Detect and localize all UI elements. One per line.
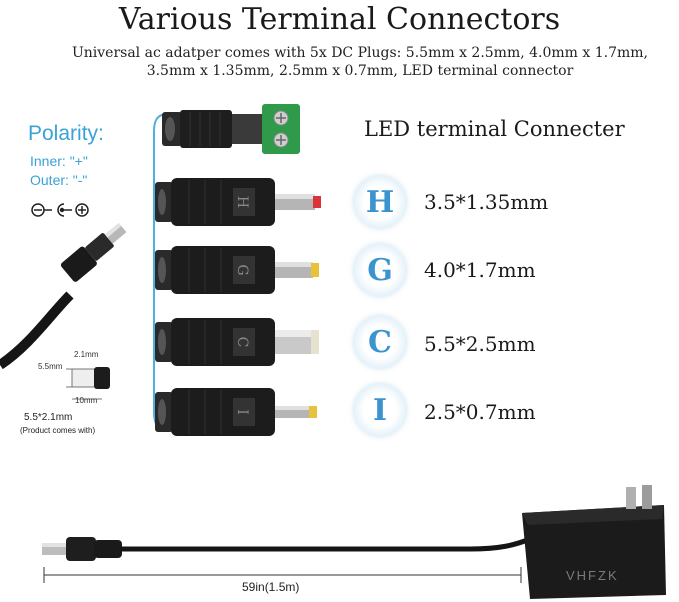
size-label-h: 3.5*1.35mm xyxy=(424,190,549,214)
polarity-outer: Outer: "-" xyxy=(30,172,88,188)
cable-length-label: 59in(1.5m) xyxy=(242,580,300,594)
dim-length: 10mm xyxy=(75,396,98,405)
subtitle: Universal ac adatper comes with 5x DC Pl… xyxy=(40,44,679,80)
connector-g-mark: G xyxy=(234,264,250,275)
size-label-c: 5.5*2.5mm xyxy=(424,332,536,356)
led-terminal-label: LED terminal Connecter xyxy=(364,117,625,141)
connector-c-mark: C xyxy=(234,337,250,348)
connector-i-tip xyxy=(309,406,317,418)
polarity-symbol-icon xyxy=(31,203,89,217)
dc-plug-c-icon: C xyxy=(155,318,319,366)
badge-i: I xyxy=(354,384,406,436)
plug-dimension-diagram xyxy=(66,367,110,400)
polarity-title: Polarity: xyxy=(28,122,104,145)
size-label-g: 4.0*1.7mm xyxy=(424,258,536,282)
connector-i-mark: I xyxy=(234,409,250,415)
connector-row-c: C xyxy=(155,312,335,376)
connector-c-tip xyxy=(311,330,319,354)
connector-h-mark: H xyxy=(234,196,250,208)
connector-row-h: H xyxy=(155,172,335,236)
badge-h: H xyxy=(354,176,406,228)
connector-g-tip xyxy=(311,263,319,277)
plug-note: (Product comes with) xyxy=(20,426,96,435)
connector-row-i: I xyxy=(155,382,335,446)
dc-plug-i-icon: I xyxy=(155,388,317,436)
polarity-inner: Inner: "+" xyxy=(30,153,88,169)
led-terminal-connector xyxy=(162,104,300,154)
subtitle-line-1: Universal ac adatper comes with 5x DC Pl… xyxy=(71,45,649,61)
badge-g: G xyxy=(354,244,406,296)
size-label-i: 2.5*0.7mm xyxy=(424,400,536,424)
dc-plug-g-icon: G xyxy=(155,246,319,294)
dim-inner: 2.1mm xyxy=(74,350,99,359)
connector-h-tip xyxy=(313,196,321,208)
plug-size-label: 5.5*2.1mm xyxy=(24,412,73,423)
dim-outer: 5.5mm xyxy=(38,362,63,371)
badge-c: C xyxy=(354,316,406,368)
dc-plug-h-icon: H xyxy=(155,178,321,226)
page-title: Various Terminal Connectors xyxy=(118,2,561,37)
connector-row-g: G xyxy=(155,240,335,304)
subtitle-line-2: 3.5mm x 1.35mm, 2.5mm x 0.7mm, LED termi… xyxy=(146,63,574,79)
brand-logo: VHFZK xyxy=(566,568,619,583)
plug-cable-illustration xyxy=(0,222,127,370)
adapter-illustration xyxy=(42,485,666,599)
